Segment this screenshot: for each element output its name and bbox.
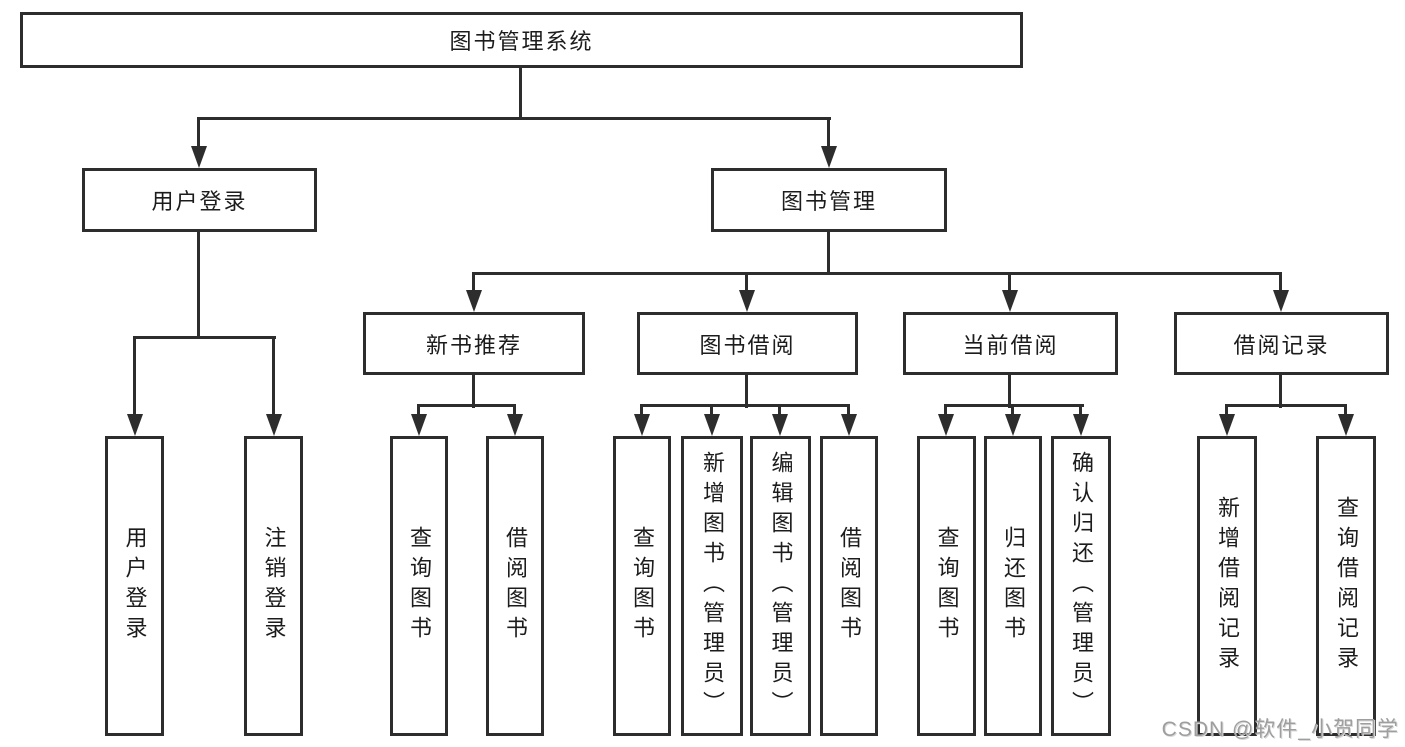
leaf-br-query-record-label: 查询借阅记录 — [1334, 496, 1359, 676]
leaf-br-add-record-label: 新增借阅记录 — [1215, 496, 1240, 676]
leaf-bb-borrow-books: 借阅图书 — [820, 436, 878, 736]
leaf-nbr-query-books-label: 查询图书 — [407, 526, 432, 646]
connector-line — [472, 375, 475, 408]
connector-line — [472, 272, 1282, 275]
connector-line — [1008, 375, 1011, 408]
node-current-borrowing-label: 当前借阅 — [962, 332, 1059, 358]
connector-line — [1011, 404, 1014, 416]
arrowhead-down — [841, 414, 857, 436]
node-new-book-recommend: 新书推荐 — [363, 312, 585, 375]
connector-line — [640, 404, 850, 407]
leaf-bb-edit-books-admin-label: 编辑图书（管理员） — [768, 451, 794, 721]
leaf-cb-confirm-return-admin-label: 确认归还（管理员） — [1069, 451, 1094, 721]
connector-line — [133, 336, 136, 416]
connector-line — [710, 404, 713, 416]
connector-line — [1344, 404, 1347, 416]
connector-line — [1279, 375, 1282, 408]
node-book-management-label: 图书管理 — [780, 189, 877, 214]
arrowhead-down — [507, 414, 523, 436]
arrowhead-down — [266, 414, 282, 436]
arrowhead-down — [1338, 414, 1354, 436]
connector-line — [1079, 404, 1082, 416]
leaf-cb-query-books-label: 查询图书 — [934, 526, 960, 646]
connector-line — [640, 404, 643, 416]
node-root-label: 图书管理系统 — [449, 29, 594, 54]
connector-line — [133, 336, 276, 339]
arrowhead-down — [411, 414, 427, 436]
node-user-login: 用户登录 — [82, 168, 317, 232]
connector-line — [827, 117, 830, 149]
leaf-nbr-query-books: 查询图书 — [390, 436, 448, 736]
connector-line — [847, 404, 850, 416]
arrowhead-down — [191, 146, 207, 168]
connector-line — [513, 404, 516, 416]
connector-line — [944, 404, 1084, 407]
leaf-user-login-label: 用户登录 — [122, 526, 148, 646]
arrowhead-down — [466, 290, 482, 312]
arrowhead-down — [127, 414, 143, 436]
node-new-book-recommend-label: 新书推荐 — [425, 332, 522, 358]
leaf-cb-query-books: 查询图书 — [917, 436, 976, 736]
node-borrowing-records: 借阅记录 — [1174, 312, 1389, 375]
node-book-borrowing: 图书借阅 — [637, 312, 858, 375]
arrowhead-down — [634, 414, 650, 436]
leaf-bb-edit-books-admin: 编辑图书（管理员） — [750, 436, 811, 736]
node-root: 图书管理系统 — [20, 12, 1023, 68]
leaf-logout: 注销登录 — [244, 436, 303, 736]
leaf-bb-query-books-label: 查询图书 — [630, 526, 655, 646]
arrowhead-down — [1002, 290, 1018, 312]
arrowhead-down — [1219, 414, 1235, 436]
connector-line — [197, 117, 831, 120]
connector-line — [745, 272, 748, 292]
connector-line — [778, 404, 781, 416]
connector-line — [745, 375, 748, 408]
connector-line — [197, 117, 200, 149]
leaf-bb-borrow-books-label: 借阅图书 — [837, 526, 862, 646]
leaf-bb-query-books: 查询图书 — [613, 436, 671, 736]
leaf-nbr-borrow-books: 借阅图书 — [486, 436, 544, 736]
leaf-cb-return-books: 归还图书 — [984, 436, 1042, 736]
connector-line — [1279, 272, 1282, 292]
arrowhead-down — [1005, 414, 1021, 436]
connector-line — [272, 336, 275, 416]
node-book-borrowing-label: 图书借阅 — [699, 332, 796, 358]
node-current-borrowing: 当前借阅 — [903, 312, 1118, 375]
leaf-nbr-borrow-books-label: 借阅图书 — [503, 526, 528, 646]
connector-line — [472, 272, 475, 292]
leaf-user-login: 用户登录 — [105, 436, 164, 736]
connector-line — [417, 404, 420, 416]
arrowhead-down — [739, 290, 755, 312]
leaf-bb-add-books-admin: 新增图书（管理员） — [681, 436, 743, 736]
leaf-cb-confirm-return-admin: 确认归还（管理员） — [1051, 436, 1111, 736]
arrowhead-down — [938, 414, 954, 436]
connector-line — [827, 232, 830, 275]
leaf-logout-label: 注销登录 — [261, 526, 287, 646]
arrowhead-down — [1073, 414, 1089, 436]
arrowhead-down — [821, 146, 837, 168]
arrowhead-down — [704, 414, 720, 436]
leaf-br-query-record: 查询借阅记录 — [1316, 436, 1376, 736]
arrowhead-down — [1273, 290, 1289, 312]
node-user-login-label: 用户登录 — [151, 189, 248, 214]
connector-line — [944, 404, 947, 416]
csdn-watermark: CSDN @软件_小贺同学 — [1161, 718, 1399, 741]
connector-line — [1225, 404, 1347, 407]
node-book-management: 图书管理 — [711, 168, 947, 232]
leaf-br-add-record: 新增借阅记录 — [1197, 436, 1257, 736]
connector-line — [519, 68, 522, 119]
connector-line — [1008, 272, 1011, 292]
leaf-cb-return-books-label: 归还图书 — [1001, 526, 1026, 646]
node-borrowing-records-label: 借阅记录 — [1233, 332, 1330, 358]
leaf-bb-add-books-admin-label: 新增图书（管理员） — [700, 451, 725, 721]
connector-line — [197, 232, 200, 339]
connector-line — [1225, 404, 1228, 416]
arrowhead-down — [772, 414, 788, 436]
connector-line — [417, 404, 516, 407]
